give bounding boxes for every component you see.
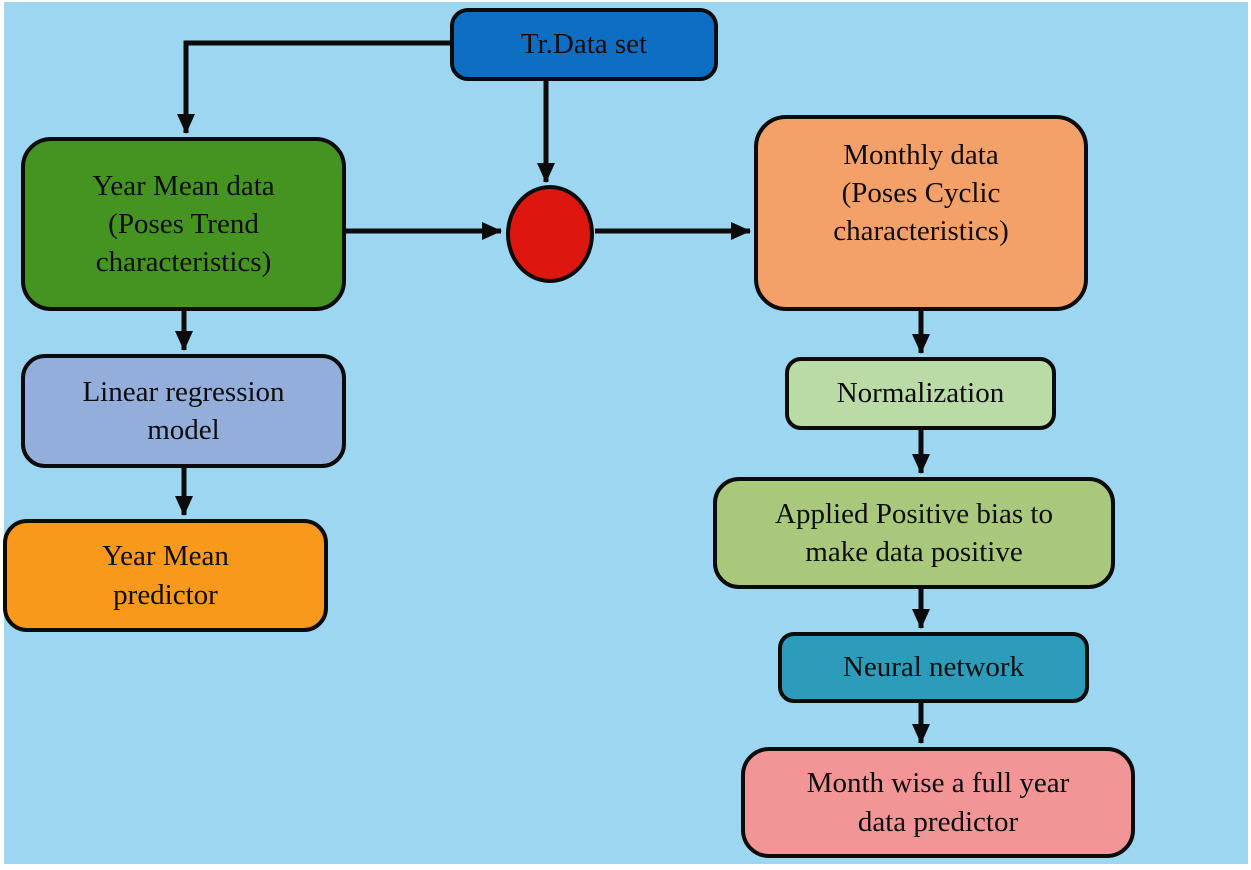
node-neural-network-label: Neural network <box>842 651 1025 684</box>
node-linear-regression-model: Linear regression model <box>21 354 346 468</box>
node-year-mean-predictor: Year Mean predictor <box>3 519 328 632</box>
node-normalization: Normalization <box>785 357 1056 430</box>
node-normalization-label: Normalization <box>836 377 1005 410</box>
node-year-mean-data-label: Year Mean data (Poses Trend characterist… <box>92 169 275 279</box>
node-applied-positive-bias-label: Applied Positive bias to make data posit… <box>775 497 1053 568</box>
node-neural-network: Neural network <box>778 632 1089 703</box>
node-monthly-data: Monthly data (Poses Cyclic characteristi… <box>754 115 1088 311</box>
node-tr-data-set-label: Tr.Data set <box>520 28 648 61</box>
merge-junction-node <box>506 185 594 283</box>
node-monthly-data-label: Monthly data (Poses Cyclic characteristi… <box>833 138 1009 248</box>
node-month-wise-predictor: Month wise a full year data predictor <box>741 747 1135 858</box>
node-applied-positive-bias: Applied Positive bias to make data posit… <box>713 477 1115 589</box>
node-tr-data-set: Tr.Data set <box>450 8 718 81</box>
arrow-trdataset-to-yearmeandata <box>177 40 450 134</box>
node-linear-regression-model-label: Linear regression model <box>82 375 285 446</box>
node-month-wise-predictor-label: Month wise a full year data predictor <box>806 767 1070 838</box>
node-year-mean-predictor-label: Year Mean predictor <box>102 540 229 611</box>
node-year-mean-data: Year Mean data (Poses Trend characterist… <box>21 137 346 311</box>
